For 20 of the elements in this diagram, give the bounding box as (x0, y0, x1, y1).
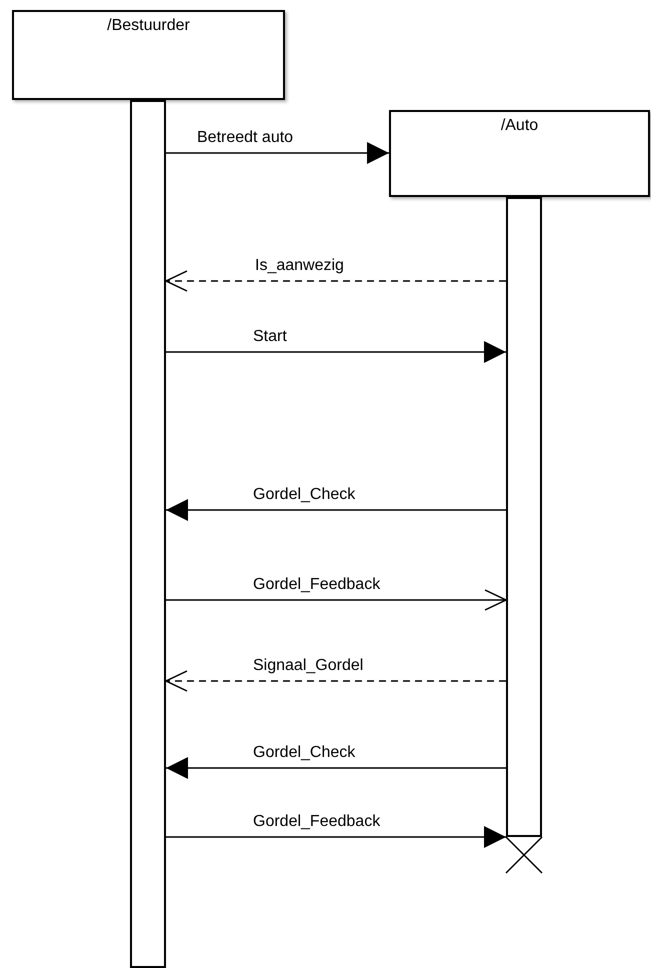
activation-bar (130, 100, 166, 968)
message-arrow (165, 270, 506, 292)
message-arrow (166, 341, 506, 363)
edge-label: Gordel_Check (253, 485, 356, 505)
lifeline-box (12, 10, 285, 100)
message-arrow (166, 499, 506, 521)
edge-label: Signaal_Gordel (253, 656, 364, 676)
lifeline-name: /Auto (500, 116, 540, 136)
edge-label: Is_aanwezig (255, 256, 344, 276)
lifeline-box (389, 110, 650, 197)
message-arrow (166, 142, 389, 164)
edge-label: Gordel_Feedback (253, 812, 380, 832)
lifeline-name: /Bestuurder (106, 16, 191, 36)
message-arrow (166, 757, 506, 779)
message-arrow (166, 589, 507, 611)
edge-label: Gordel_Check (253, 743, 356, 763)
activation-bar (506, 197, 542, 837)
edge-label: Gordel_Feedback (253, 575, 380, 595)
message-arrow (166, 826, 506, 848)
message-arrow (165, 670, 506, 692)
